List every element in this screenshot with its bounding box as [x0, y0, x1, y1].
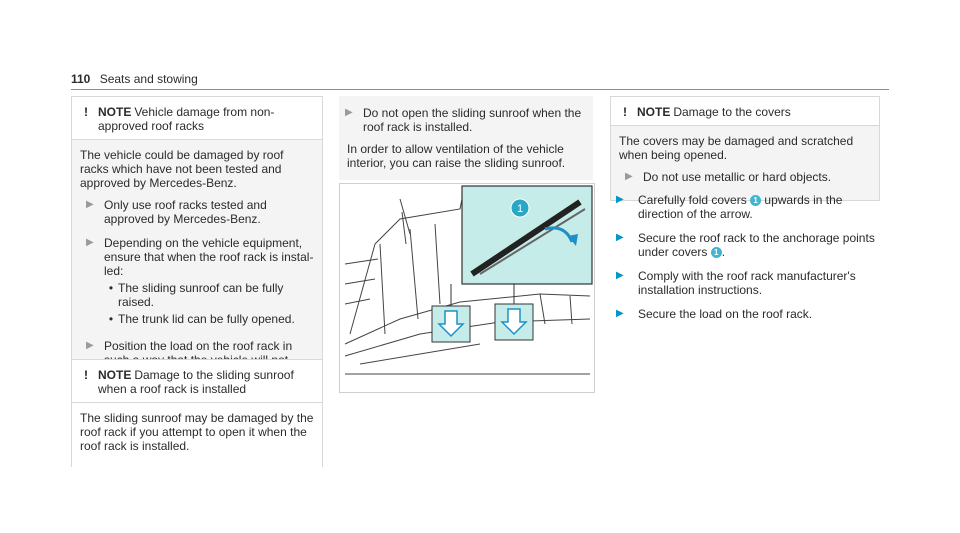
note-label: NOTE [98, 105, 132, 119]
note-label: NOTE [637, 105, 671, 119]
page-number: 110 [71, 72, 91, 86]
step-text: Only use roof racks tested and approved … [104, 198, 267, 226]
bullet-item: •The sliding sunroof can be fully raised… [104, 281, 314, 309]
car-roof-illustration: 1 [344, 185, 593, 375]
warning-icon: ! [623, 105, 627, 119]
instruction-steps: ▶ Carefully fold covers 1 upwards in the… [610, 187, 878, 331]
page-header: 110 Seats and stowing [71, 72, 198, 86]
step: ▶ Depending on the vehicle equipment, en… [80, 236, 314, 329]
step-text: Comply with the roof rack manufacturer's… [638, 269, 856, 297]
note-title: Vehicle damage from non-approved roof ra… [98, 105, 275, 133]
note-body: The covers may be damaged and scratched … [611, 125, 879, 200]
paragraph: In order to allow ventilation of the veh… [347, 142, 566, 170]
step-text: Do not open the sliding sunroof when the… [363, 106, 582, 134]
step-text: Secure the load on the roof rack. [638, 307, 813, 321]
step: ▶ Secure the roof rack to the anchorage … [610, 231, 878, 259]
middle-text: ▶ Do not open the sliding sunroof when t… [339, 96, 593, 180]
note-title: Damage to the covers [673, 105, 791, 119]
note-title: Damage to the sliding sunroof when a roo… [98, 368, 294, 396]
step-arrow-icon: ▶ [86, 237, 94, 248]
step-arrow-icon: ▶ [616, 232, 624, 243]
step-arrow-icon: ▶ [625, 171, 633, 182]
note-text: The vehicle could be damaged by roof rac… [80, 148, 284, 190]
bullet-text: The trunk lid can be fully opened. [118, 312, 295, 326]
step-text: Depending on the vehicle equipment, ensu… [104, 236, 314, 278]
callout-badge: 1 [750, 195, 762, 207]
step: ▶ Carefully fold covers 1 upwards in the… [610, 193, 878, 221]
warning-icon: ! [84, 105, 88, 119]
step: ▶ Only use roof racks tested and approve… [80, 198, 314, 226]
roof-rack-figure: 1 [339, 183, 595, 393]
header-rule [71, 89, 889, 90]
step-arrow-icon: ▶ [616, 270, 624, 281]
step-text: Secure the roof rack to the anchorage po… [638, 231, 875, 259]
note-label: NOTE [98, 368, 132, 382]
step-arrow-icon: ▶ [86, 340, 94, 351]
section-title: Seats and stowing [99, 72, 198, 86]
step-arrow-icon: ▶ [86, 199, 94, 210]
step-text: upwards in the direction of the arrow. [638, 193, 843, 221]
step: ▶ Comply with the roof rack manufacturer… [610, 269, 878, 297]
step: ▶ Do not open the sliding sunroof when t… [339, 106, 585, 134]
callout-badge: 1 [710, 247, 722, 259]
step-text: Do not use metallic or hard objects. [643, 170, 832, 184]
note-text: The sliding sunroof may be damaged by th… [80, 411, 314, 453]
figure-callout: 1 [517, 203, 523, 215]
note-body: The sliding sunroof may be damaged by th… [72, 402, 322, 467]
note-text: The covers may be damaged and scratched … [619, 134, 854, 162]
step: ▶ Do not use metallic or hard objects. [619, 170, 871, 184]
bullet-item: •The trunk lid can be fully opened. [108, 312, 295, 326]
step-text: . [721, 245, 726, 259]
step-arrow-icon: ▶ [616, 308, 624, 319]
step-text: Carefully fold covers [638, 193, 747, 207]
step-arrow-icon: ▶ [616, 194, 624, 205]
warning-icon: ! [84, 368, 88, 382]
step-arrow-icon: ▶ [345, 107, 353, 118]
bullet-text: The sliding sunroof can be fully raised. [118, 281, 284, 309]
step: ▶ Secure the load on the roof rack. [610, 307, 878, 321]
